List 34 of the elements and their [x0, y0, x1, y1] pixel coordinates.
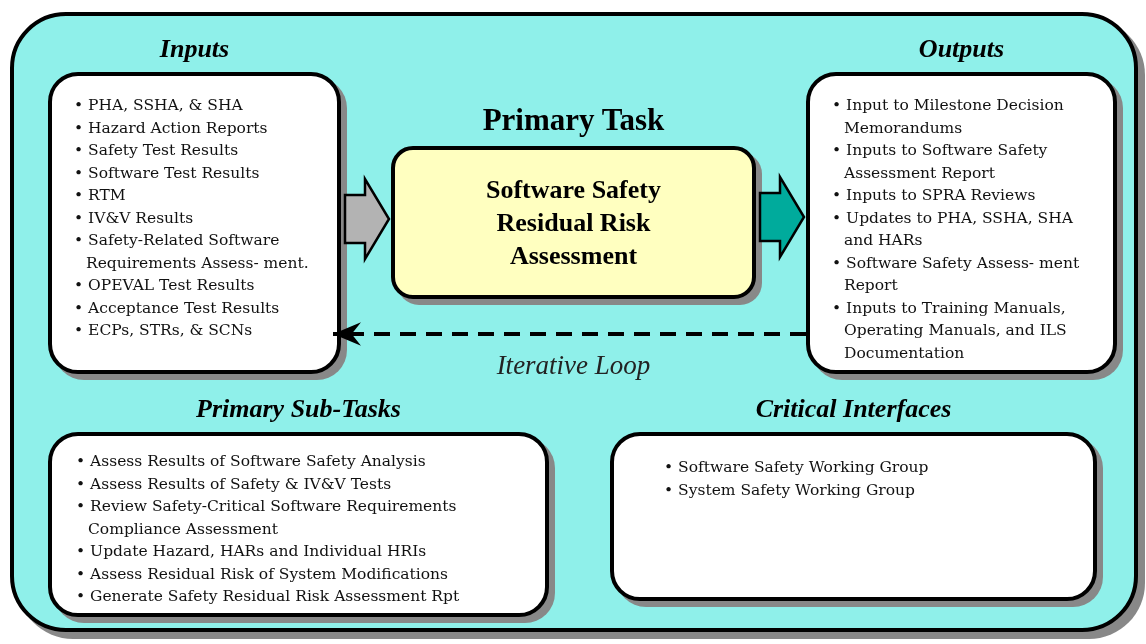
list-item: • Hazard Action Reports: [74, 117, 269, 139]
list-item: • RTM: [74, 185, 127, 206]
list-item: • Inputs to Software Safety Assessment Report: [832, 140, 1049, 184]
task-title: Software Safety Residual Risk Assessment: [485, 174, 662, 272]
list-item: • Safety Test Results: [74, 140, 240, 161]
section-heading: Outputs: [917, 36, 1006, 62]
block-arrow: [758, 172, 806, 262]
list-item: • Inputs to Training Manuals, Operating Manuals, and ILS Documentation: [832, 297, 1068, 364]
list-item: • ECPs, STRs, & SCNs: [74, 320, 254, 341]
section-heading: Primary Sub-Tasks: [195, 396, 402, 422]
list-item: • Acceptance Test Results: [74, 297, 281, 319]
section-heading: Primary Task: [481, 104, 666, 135]
list-item: • Update Hazard, HARs and Individual HRIs: [76, 541, 428, 562]
edge-label: Iterative Loop: [496, 350, 651, 381]
dashed-arrow: [333, 322, 806, 346]
list-item: • Assess Results of Software Safety Analysis: [76, 451, 427, 472]
list-item: • Generate Safety Residual Risk Assessment Rpt: [76, 586, 461, 607]
section-heading: Inputs: [158, 36, 231, 62]
list-item: • Input to Milestone Decision Memorandums: [832, 95, 1065, 139]
list-item: • PHA, SSHA, & SHA: [74, 95, 244, 116]
list-item: • IV&V Results: [74, 207, 195, 229]
list-item: • OPEVAL Test Results: [74, 275, 256, 296]
list-item: • Review Safety-Critical Software Requirements Compliance Assessment: [76, 496, 458, 540]
list-item: • Inputs to SPRA Reviews: [832, 185, 1037, 206]
list-item: • Software Safety Assess- ment Report: [832, 252, 1081, 296]
list-item: • Assess Residual Risk of System Modifications: [76, 563, 449, 585]
list-item: • Assess Results of Safety & IV&V Tests: [76, 473, 393, 495]
list-item: • Updates to PHA, SSHA, SHA and HARs: [832, 207, 1074, 251]
list-item: • System Safety Working Group: [664, 479, 916, 501]
list-item: • Software Safety Working Group: [664, 457, 930, 478]
list-item: • Safety-Related Software Requirements Assess- ment.: [74, 230, 310, 274]
block-arrow: [343, 174, 391, 264]
list-item: • Software Test Results: [74, 162, 261, 184]
section-heading: Critical Interfaces: [754, 396, 953, 422]
